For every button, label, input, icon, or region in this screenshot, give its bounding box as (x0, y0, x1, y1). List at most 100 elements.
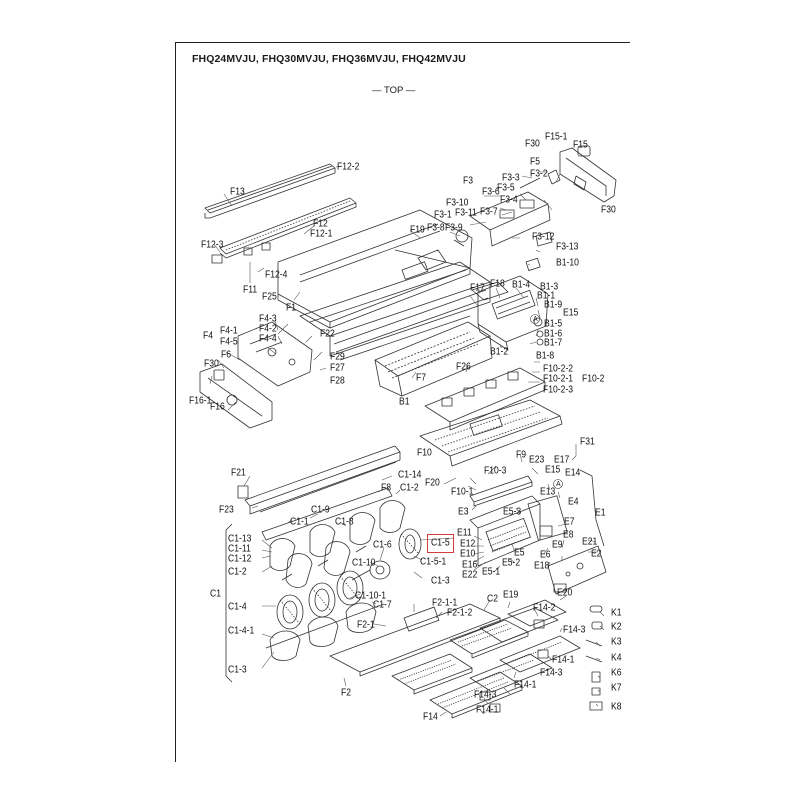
part-label: C1-14 (398, 468, 422, 480)
part-label: F10-1 (451, 485, 474, 497)
top-orientation-label: — TOP — (372, 85, 416, 96)
part-label: K6 (611, 666, 622, 678)
group-brace-c1 (225, 523, 233, 683)
part-label: E16 (462, 558, 478, 570)
grille-bar-f12 (211, 197, 357, 264)
fan-wheel-c1-4 (276, 570, 364, 630)
part-label: C1-9 (311, 503, 330, 515)
part-label: E17 (554, 453, 570, 465)
fan-motor-c1-6 (351, 560, 391, 581)
part-label: E23 (529, 453, 545, 465)
electrical-box-e (469, 475, 568, 567)
part-label: K3 (611, 635, 622, 647)
part-label: C1-3 (228, 663, 247, 675)
part-label: C2 (487, 592, 498, 604)
part-label: F3-8 (427, 221, 445, 233)
highlighted-part-box (427, 534, 454, 553)
part-label: F10-2-2 (543, 362, 574, 374)
part-label: F14-1 (476, 703, 499, 715)
part-label: F28 (330, 374, 345, 386)
part-label: F3-13 (556, 240, 579, 252)
part-label: E21 (582, 535, 598, 547)
part-label: F12-3 (201, 238, 224, 250)
part-label: E14 (565, 466, 581, 478)
part-label: F17 (470, 281, 485, 293)
part-label: B1-2 (490, 345, 509, 357)
side-cover-f16 (199, 363, 273, 429)
part-label: C1-11 (228, 542, 251, 554)
part-label: F3-6 (482, 185, 500, 197)
part-label: F4-2 (259, 322, 277, 334)
part-label: C1-4 (228, 600, 247, 612)
part-label: F10 (417, 446, 432, 458)
callout-a-lower: A (556, 481, 561, 488)
leader-lines (209, 165, 605, 717)
part-label: F12-4 (265, 268, 288, 280)
part-label: B1-4 (512, 278, 531, 290)
part-label: F20 (425, 476, 440, 488)
part-label: F4-5 (220, 335, 238, 347)
part-label: E3 (458, 505, 469, 517)
part-label: F3-11 (455, 206, 477, 218)
page-frame (175, 42, 630, 762)
part-label: E22 (462, 568, 478, 580)
part-label: B1-9 (544, 298, 563, 310)
part-label: F3-7 (480, 205, 498, 217)
part-label: E12 (460, 537, 476, 549)
fan-housing-rail-c1-1 (237, 445, 401, 515)
part-label: F11 (243, 283, 258, 295)
part-label: C1-3 (431, 574, 450, 586)
part-label: F12-1 (310, 227, 333, 239)
part-label: C1-5 (431, 536, 450, 548)
part-label: E6 (540, 548, 551, 560)
part-label: E9 (552, 538, 563, 550)
part-label: F14-1 (552, 653, 575, 665)
fan-casing-lower-c1-3 (265, 602, 385, 661)
part-label: K4 (611, 651, 622, 663)
part-label: B1-1 (537, 289, 556, 301)
part-label: F3-10 (446, 196, 469, 208)
part-label: F23 (219, 503, 234, 515)
suction-grille-f10 (419, 399, 563, 467)
part-label: F10-2 (582, 372, 605, 384)
part-label: B1 (399, 395, 410, 407)
part-label: F4 (203, 329, 214, 341)
filter-grid-f14 (391, 599, 581, 719)
part-label: F10-2-3 (543, 383, 574, 395)
part-label: C1-10 (352, 556, 376, 568)
part-label: E5 (514, 546, 525, 558)
part-label: E8 (563, 528, 574, 540)
part-label: F25 (262, 290, 277, 302)
part-label: K1 (611, 606, 622, 618)
part-label: E1 (595, 506, 606, 518)
callout-a-lower-ring (553, 479, 563, 489)
part-label: F30 (601, 203, 616, 215)
part-label: B1-10 (556, 256, 579, 268)
part-label: C1-7 (373, 598, 392, 610)
part-label: F8 (381, 481, 392, 493)
model-title: FHQ24MVJU, FHQ30MVJU, FHQ36MVJU, FHQ42MV… (192, 53, 466, 65)
part-label: F3 (463, 174, 474, 186)
side-panel-f15 (559, 145, 617, 203)
part-label: F1 (286, 301, 297, 313)
part-label: F10-2-1 (543, 372, 574, 384)
part-label: F3-3 (502, 171, 520, 183)
part-label: F5 (530, 155, 541, 167)
part-label: F16 (210, 400, 225, 412)
part-label: F14-3 (540, 666, 563, 678)
control-cover-e2 (547, 545, 607, 595)
callout-a-upper-ring (530, 314, 540, 324)
part-label: E20 (557, 586, 573, 598)
part-label: F26 (456, 360, 471, 372)
part-label: F30 (204, 357, 219, 369)
part-label: F3-1 (434, 208, 452, 220)
part-label: B1-6 (544, 327, 563, 339)
part-label: F9 (516, 448, 527, 460)
part-label: F18 (490, 277, 505, 289)
part-label: F3-4 (500, 193, 518, 205)
part-label: F12-2 (337, 160, 360, 172)
part-label: E10 (460, 547, 476, 559)
part-label: C1-10-1 (355, 589, 387, 601)
